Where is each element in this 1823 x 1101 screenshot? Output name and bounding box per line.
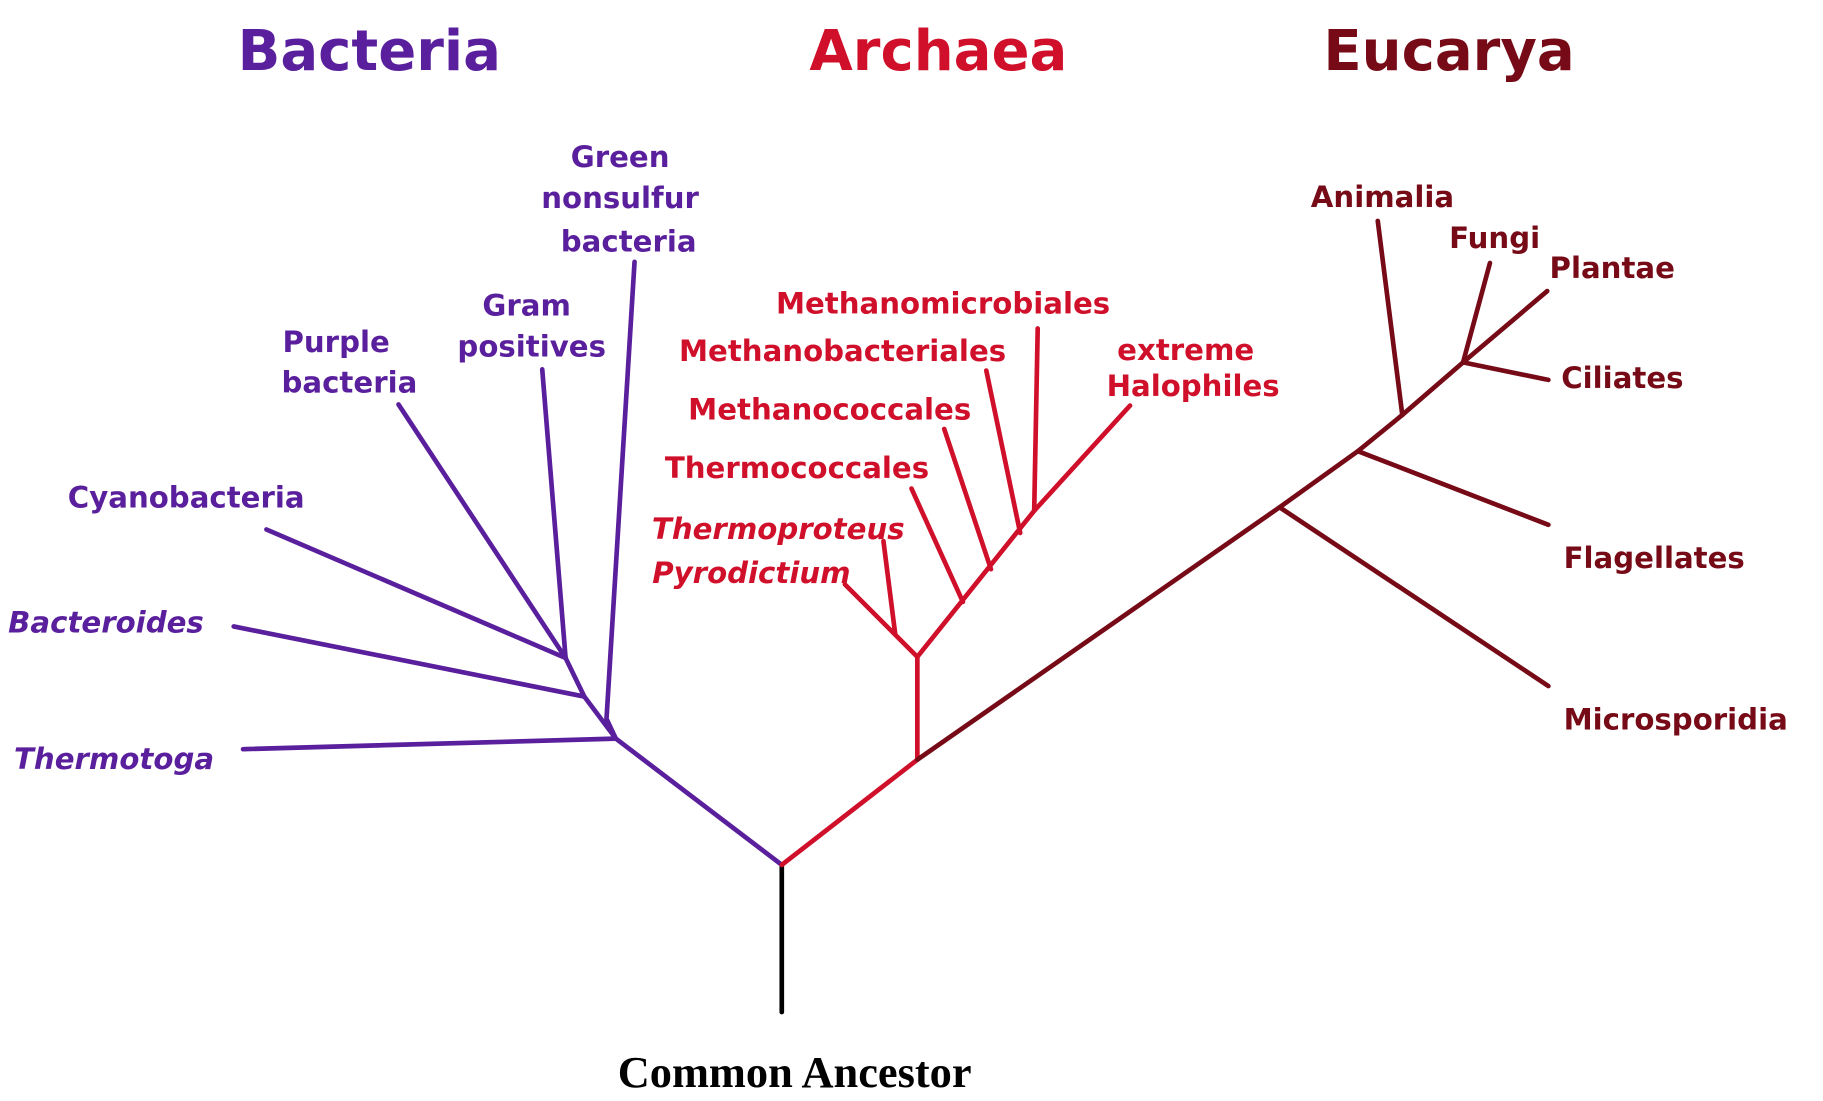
archaea-labels: Methanomicrobiales Methanobacteriales Me… [652, 286, 1280, 590]
label-purple-bacteria: Purple bacteria [282, 325, 418, 400]
branch-methanococcales [941, 426, 994, 572]
label-animalia: Animalia [1311, 180, 1454, 214]
label-bacteroides: Bacteroides [8, 605, 204, 639]
label-methanomicrobiales: Methanomicrobiales [776, 286, 1110, 320]
label-extreme-halophiles: extreme Halophiles [1107, 333, 1280, 403]
label-fungi: Fungi [1449, 221, 1540, 255]
label-thermotoga: Thermotoga [14, 742, 214, 776]
branch-thermoproteus [881, 538, 898, 636]
eucarya-branches [915, 218, 1551, 763]
bacteria-trunk [563, 655, 785, 868]
label-ciliates: Ciliates [1561, 361, 1683, 395]
branch-flagellates [1355, 448, 1551, 528]
eucarya-trunk [915, 288, 1550, 763]
branch-thermotoga [240, 736, 619, 752]
branch-bacteroides [231, 624, 587, 699]
label-pyrodictium: Pyrodictium [652, 556, 850, 590]
domain-title-archaea: Archaea [809, 19, 1067, 84]
label-thermoproteus: Thermoproteus [652, 512, 905, 546]
branch-methanomicrobiales [1031, 326, 1041, 514]
branch-green-nonsulfur [604, 259, 637, 741]
label-methanobacteriales: Methanobacteriales [679, 334, 1006, 368]
label-methanococcales: Methanococcales [688, 393, 971, 427]
branch-animalia [1375, 218, 1405, 418]
label-plantae: Plantae [1550, 251, 1675, 285]
branch-microsporidia [1277, 504, 1551, 689]
label-thermococcales: Thermococcales [665, 451, 929, 485]
branch-ciliates [1460, 360, 1551, 383]
eucarya-labels: Animalia Fungi Plantae Ciliates Flagella… [1311, 180, 1788, 736]
bacteria-branches [231, 259, 785, 868]
branch-gram-positives [539, 367, 568, 661]
branch-cyanobacteria [264, 527, 568, 661]
domain-title-bacteria: Bacteria [238, 19, 501, 84]
branch-pyrodictium [842, 582, 920, 660]
label-microsporidia: Microsporidia [1564, 702, 1788, 736]
branch-methanobacteriales [983, 368, 1023, 536]
bacteria-labels: Green nonsulfur bacteria Gram positives … [8, 140, 709, 776]
root-label: Common Ancestor [618, 1047, 972, 1097]
label-green-nonsulfur: Green nonsulfur bacteria [541, 140, 709, 258]
domain-title-eucarya: Eucarya [1323, 19, 1574, 84]
archaea-branches [779, 326, 1133, 868]
label-gram-positives: Gram positives [457, 289, 606, 364]
label-cyanobacteria: Cyanobacteria [68, 480, 305, 514]
label-flagellates: Flagellates [1564, 541, 1745, 575]
branch-purple-bacteria [396, 402, 568, 661]
branch-thermococcales [909, 486, 966, 605]
branch-fungi [1460, 260, 1493, 365]
